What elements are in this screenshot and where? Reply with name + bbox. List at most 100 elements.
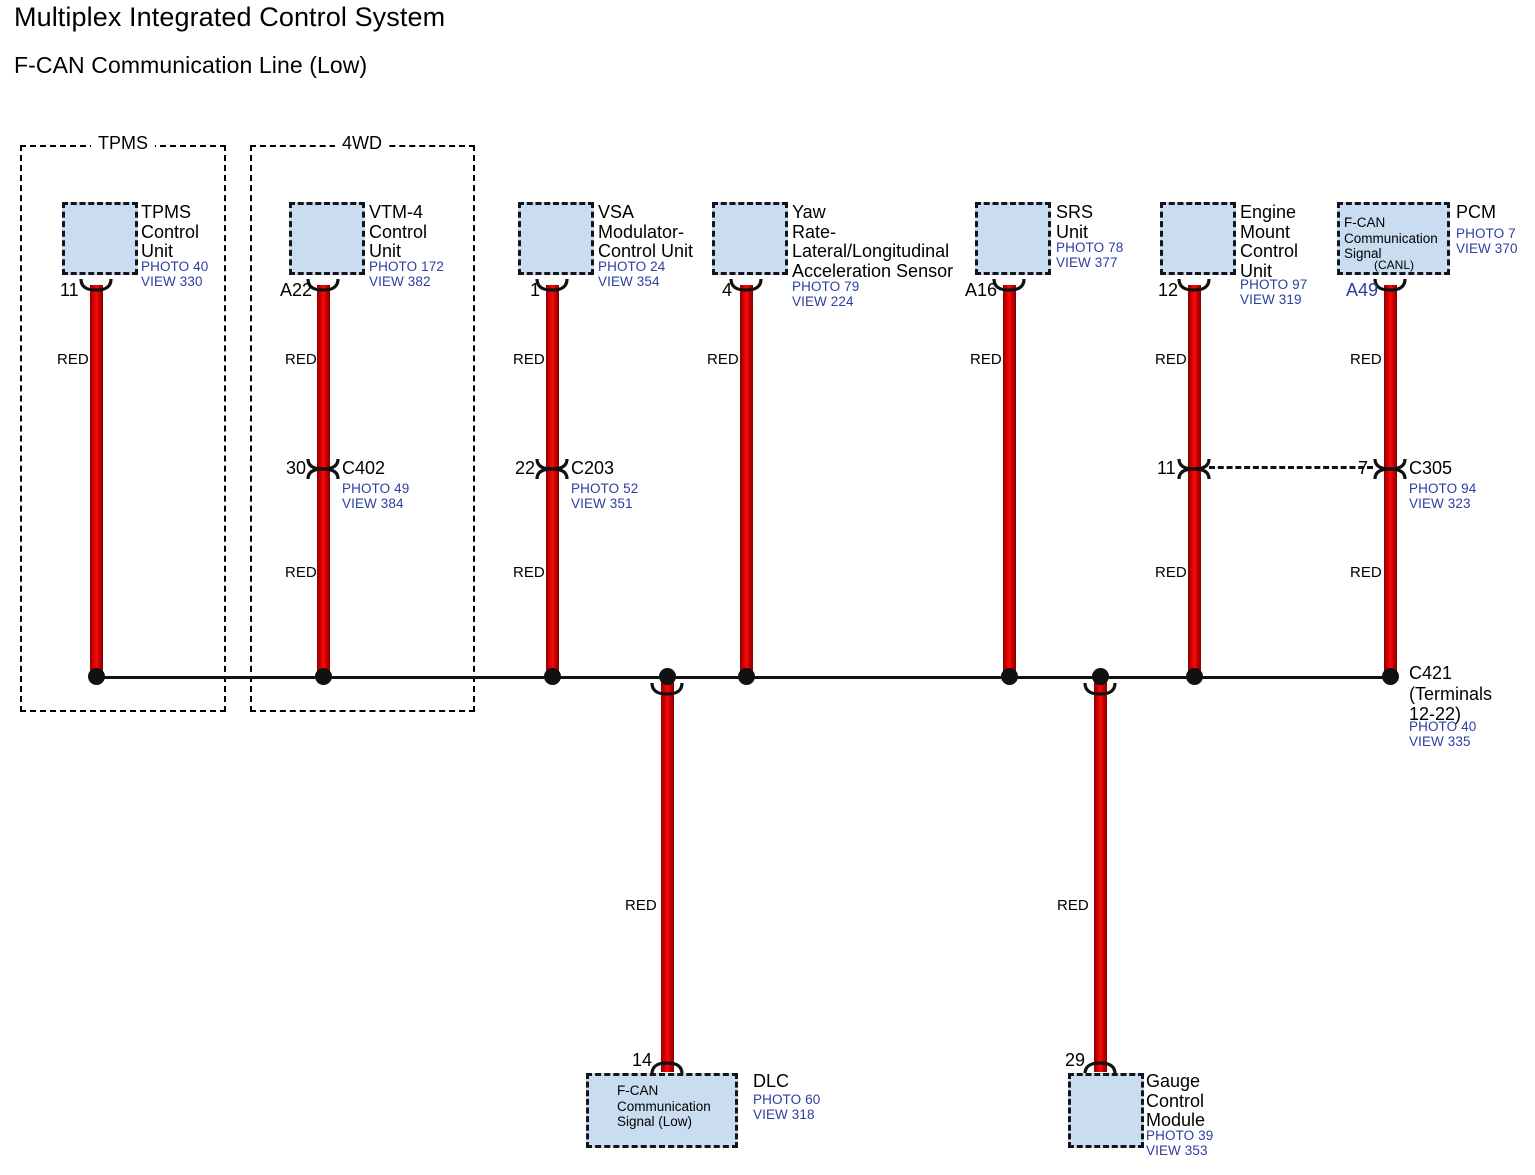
wire-color-label-engine-mount-lower: RED [1155,564,1187,581]
wire-dlc [661,676,674,1072]
wire-tpms [90,285,103,680]
component-box-dlc[interactable] [586,1073,738,1148]
terminal-cap-tpms [79,278,113,292]
wire-color-label-vtm4-lower: RED [285,564,317,581]
connector-terminal-c305: 7 [1358,458,1369,478]
connector-terminal-c402: 30 [286,458,307,478]
component-label-tpms-control-unit: TPMS Control Unit [141,202,200,261]
component-label-pcm: PCM [1456,202,1496,222]
connector-name-c402: C402 [342,458,386,478]
terminal-number-vtm-4-control-unit: A22 [280,280,313,300]
branch-cap-gauge [1083,682,1117,696]
component-box-yaw-rate-sensor[interactable] [712,202,788,275]
wire-engine-mount [1188,285,1201,680]
connector-terminal-c203: 22 [515,458,536,478]
component-inner-label-dlc: F-CAN Communication Signal (Low) [617,1083,711,1129]
component-label-dlc: DLC [753,1071,790,1091]
component-box-gauge-control-module[interactable] [1068,1073,1144,1148]
component-label-srs-unit: SRS Unit [1056,202,1094,242]
component-ref-pcm: PHOTO 7 VIEW 370 [1456,226,1518,256]
component-label-engine-mount-control-unit: Engine Mount Control Unit [1240,202,1299,281]
junction-dot-tpms [88,668,105,685]
component-ref-gauge-control-module: PHOTO 39 VIEW 353 [1146,1128,1214,1158]
terminal-number-gauge-control-module: 29 [1065,1050,1086,1070]
wire-color-label-pcm-lower: RED [1350,564,1382,581]
connector-symbol-c402 [306,458,340,480]
wire-color-label-vsa: RED [513,351,545,368]
component-label-gauge-control-module: Gauge Control Module [1146,1071,1206,1130]
wire-color-label-vsa-lower: RED [513,564,545,581]
component-label-vtm-4-control-unit: VTM-4 Control Unit [369,202,428,261]
component-box-engine-mount-control-unit[interactable] [1160,202,1236,275]
wire-color-label-pcm: RED [1350,351,1382,368]
wire-color-label-gauge: RED [1057,897,1089,914]
junction-dot-srs [1001,668,1018,685]
component-label-yaw-rate-sensor: Yaw Rate- Lateral/Longitudinal Accelerat… [792,202,954,281]
connector-dashed-link-c305 [1209,466,1373,469]
terminal-number-pcm: A49 [1346,280,1379,300]
connector-symbol-c305 [1373,458,1407,480]
group-label-4wd: 4WD [335,133,389,154]
page-title: Multiplex Integrated Control System [14,2,446,32]
component-box-tpms-control-unit[interactable] [62,202,138,275]
wire-gauge [1094,676,1107,1072]
terminal-number-engine-mount-control-unit: 12 [1158,280,1179,300]
terminal-number-tpms-control-unit: 11 [60,280,79,300]
component-box-vsa-modulator-control-unit[interactable] [518,202,594,275]
connector-name-c305: C305 [1409,458,1453,478]
wire-yaw [740,285,753,680]
wire-srs [1003,285,1016,680]
component-label-vsa-modulator-control-unit: VSA Modulator- Control Unit [598,202,694,261]
connector-terminal-c305-left: 11 [1157,458,1176,478]
connector-symbol-c203 [535,458,569,480]
wire-vtm4 [317,285,330,680]
terminal-cap-gauge [1083,1061,1117,1075]
terminal-cap-pcm [1373,278,1407,292]
terminal-cap-srs [992,278,1026,292]
component-inner-sublabel-pcm: (CANL) [1374,258,1415,272]
component-ref-vsa-modulator-control-unit: PHOTO 24 VIEW 354 [598,259,666,289]
wire-vsa [546,285,559,680]
component-ref-engine-mount-control-unit: PHOTO 97 VIEW 319 [1240,277,1308,307]
connector-name-c203: C203 [571,458,615,478]
branch-cap-dlc [650,682,684,696]
component-box-srs-unit[interactable] [975,202,1051,275]
bus-end-label-c421: C421 (Terminals 12-22) [1409,663,1493,724]
junction-dot-dlc [659,668,676,685]
bus-end-ref-c421: PHOTO 40 VIEW 335 [1409,719,1477,749]
wire-color-label-yaw: RED [707,351,739,368]
wire-color-label-engine-mount: RED [1155,351,1187,368]
component-ref-vtm-4-control-unit: PHOTO 172 VIEW 382 [369,259,444,289]
terminal-number-srs-unit: A16 [965,280,998,300]
terminal-cap-yaw [729,278,763,292]
connector-symbol-c305-left [1177,458,1211,480]
wire-color-label-dlc: RED [625,897,657,914]
component-inner-label-pcm: F-CAN Communication Signal [1344,215,1438,261]
terminal-number-yaw-rate-sensor: 4 [722,280,733,300]
wire-color-label-tpms: RED [57,351,89,368]
component-box-vtm-4-control-unit[interactable] [289,202,365,275]
connector-ref-c402: PHOTO 49 VIEW 384 [342,481,410,511]
junction-dot-vtm4 [315,668,332,685]
component-ref-tpms-control-unit: PHOTO 40 VIEW 330 [141,259,209,289]
terminal-cap-vsa [535,278,569,292]
component-ref-dlc: PHOTO 60 VIEW 318 [753,1092,821,1122]
terminal-cap-dlc [650,1061,684,1075]
group-label-tpms: TPMS [90,133,156,154]
terminal-cap-vtm4 [306,278,340,292]
junction-dot-yaw [738,668,755,685]
terminal-cap-engine-mount [1177,278,1211,292]
junction-dot-c421 [1382,668,1399,685]
component-box-pcm[interactable] [1337,202,1450,275]
terminal-number-vsa-modulator-control-unit: 1 [530,280,541,300]
component-ref-yaw-rate-sensor: PHOTO 79 VIEW 224 [792,279,860,309]
wire-color-label-srs: RED [970,351,1002,368]
junction-dot-gauge [1092,668,1109,685]
junction-dot-vsa [544,668,561,685]
wire-pcm [1384,285,1397,680]
junction-dot-engine-mount [1186,668,1203,685]
connector-ref-c203: PHOTO 52 VIEW 351 [571,481,639,511]
connector-ref-c305: PHOTO 94 VIEW 323 [1409,481,1477,511]
page-subtitle: F-CAN Communication Line (Low) [14,52,368,78]
